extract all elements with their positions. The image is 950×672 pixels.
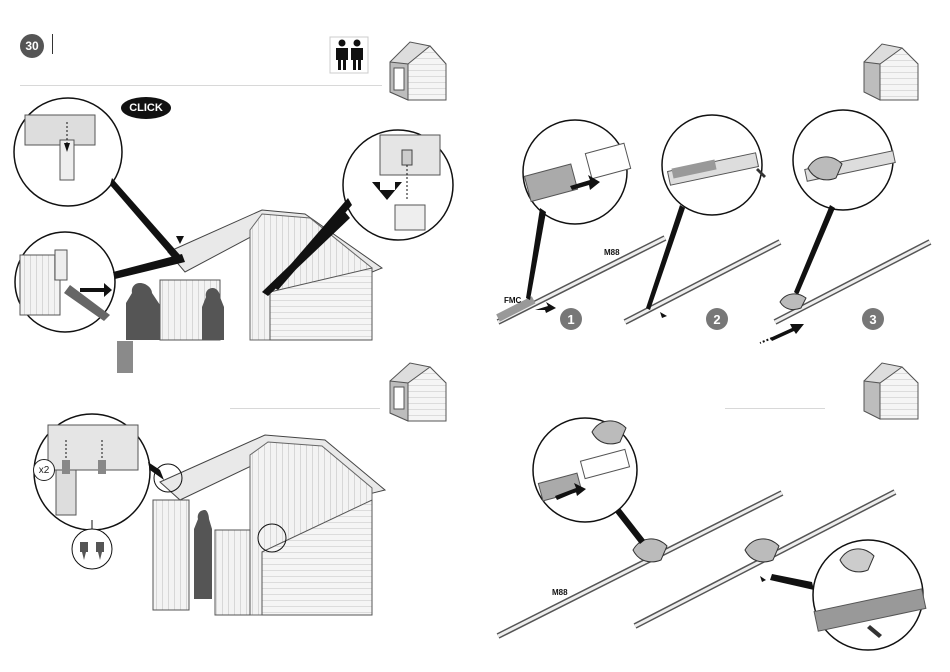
m88-label-bottom: M88 — [552, 588, 568, 597]
click-label: CLICK — [129, 102, 163, 114]
fmc-label: FMC — [504, 296, 521, 305]
click-callout: CLICK — [121, 97, 171, 119]
step-badge-1: 1 — [560, 308, 582, 330]
detail-circle-screw — [770, 540, 926, 650]
beam-step-3 — [760, 110, 930, 343]
shed-roof-assembly-illustration — [126, 210, 382, 340]
shed-thumbnail-icon — [382, 355, 452, 425]
detail-circle-beam-joint — [533, 418, 645, 544]
step-badge-3: 3 — [862, 308, 884, 330]
quantity-badge: x2 — [33, 459, 55, 481]
shed-thumbnail-icon — [858, 355, 928, 425]
m88-label-top: M88 — [604, 248, 620, 257]
beam-step-2 — [625, 115, 780, 322]
beam-step-1 — [496, 120, 665, 322]
step-badge-2: 2 — [706, 308, 728, 330]
shed-thumbnail-icon — [382, 34, 452, 104]
shed-thumbnail-icon — [858, 36, 928, 106]
two-people-icon — [330, 37, 368, 73]
quantity-label: x2 — [39, 465, 50, 476]
detail-circle-click — [14, 98, 180, 257]
shed-complete-illustration — [153, 435, 385, 615]
